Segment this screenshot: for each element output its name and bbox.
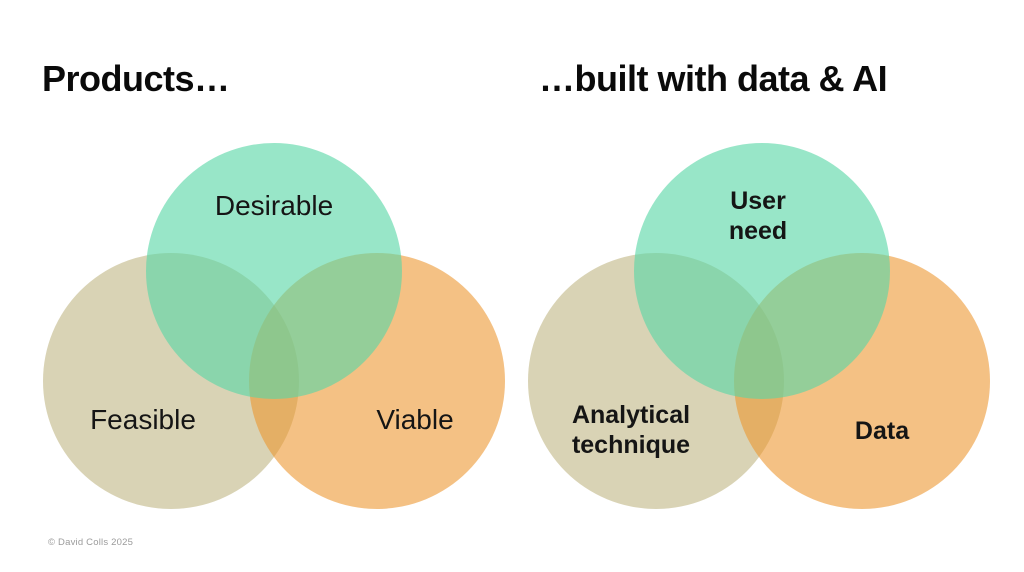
right-title: …built with data & AI	[539, 58, 888, 99]
user-need-label-line2: need	[728, 217, 788, 245]
user-need-label: User need	[628, 186, 888, 246]
analytical-label-line1: Analytical	[571, 401, 691, 429]
viable-label: Viable	[376, 404, 454, 435]
user-need-label-line1: User	[730, 187, 786, 215]
left-title: Products…	[42, 58, 230, 99]
copyright-text: © David Colls 2025	[48, 537, 134, 548]
analytical-technique-label: Analytical technique	[501, 400, 761, 460]
desirable-circle	[146, 143, 402, 399]
feasible-label: Feasible	[90, 404, 196, 435]
data-label: Data	[854, 417, 910, 445]
desirable-label: Desirable	[214, 190, 334, 221]
analytical-label-line2: technique	[571, 431, 691, 459]
user-need-circle	[634, 143, 890, 399]
